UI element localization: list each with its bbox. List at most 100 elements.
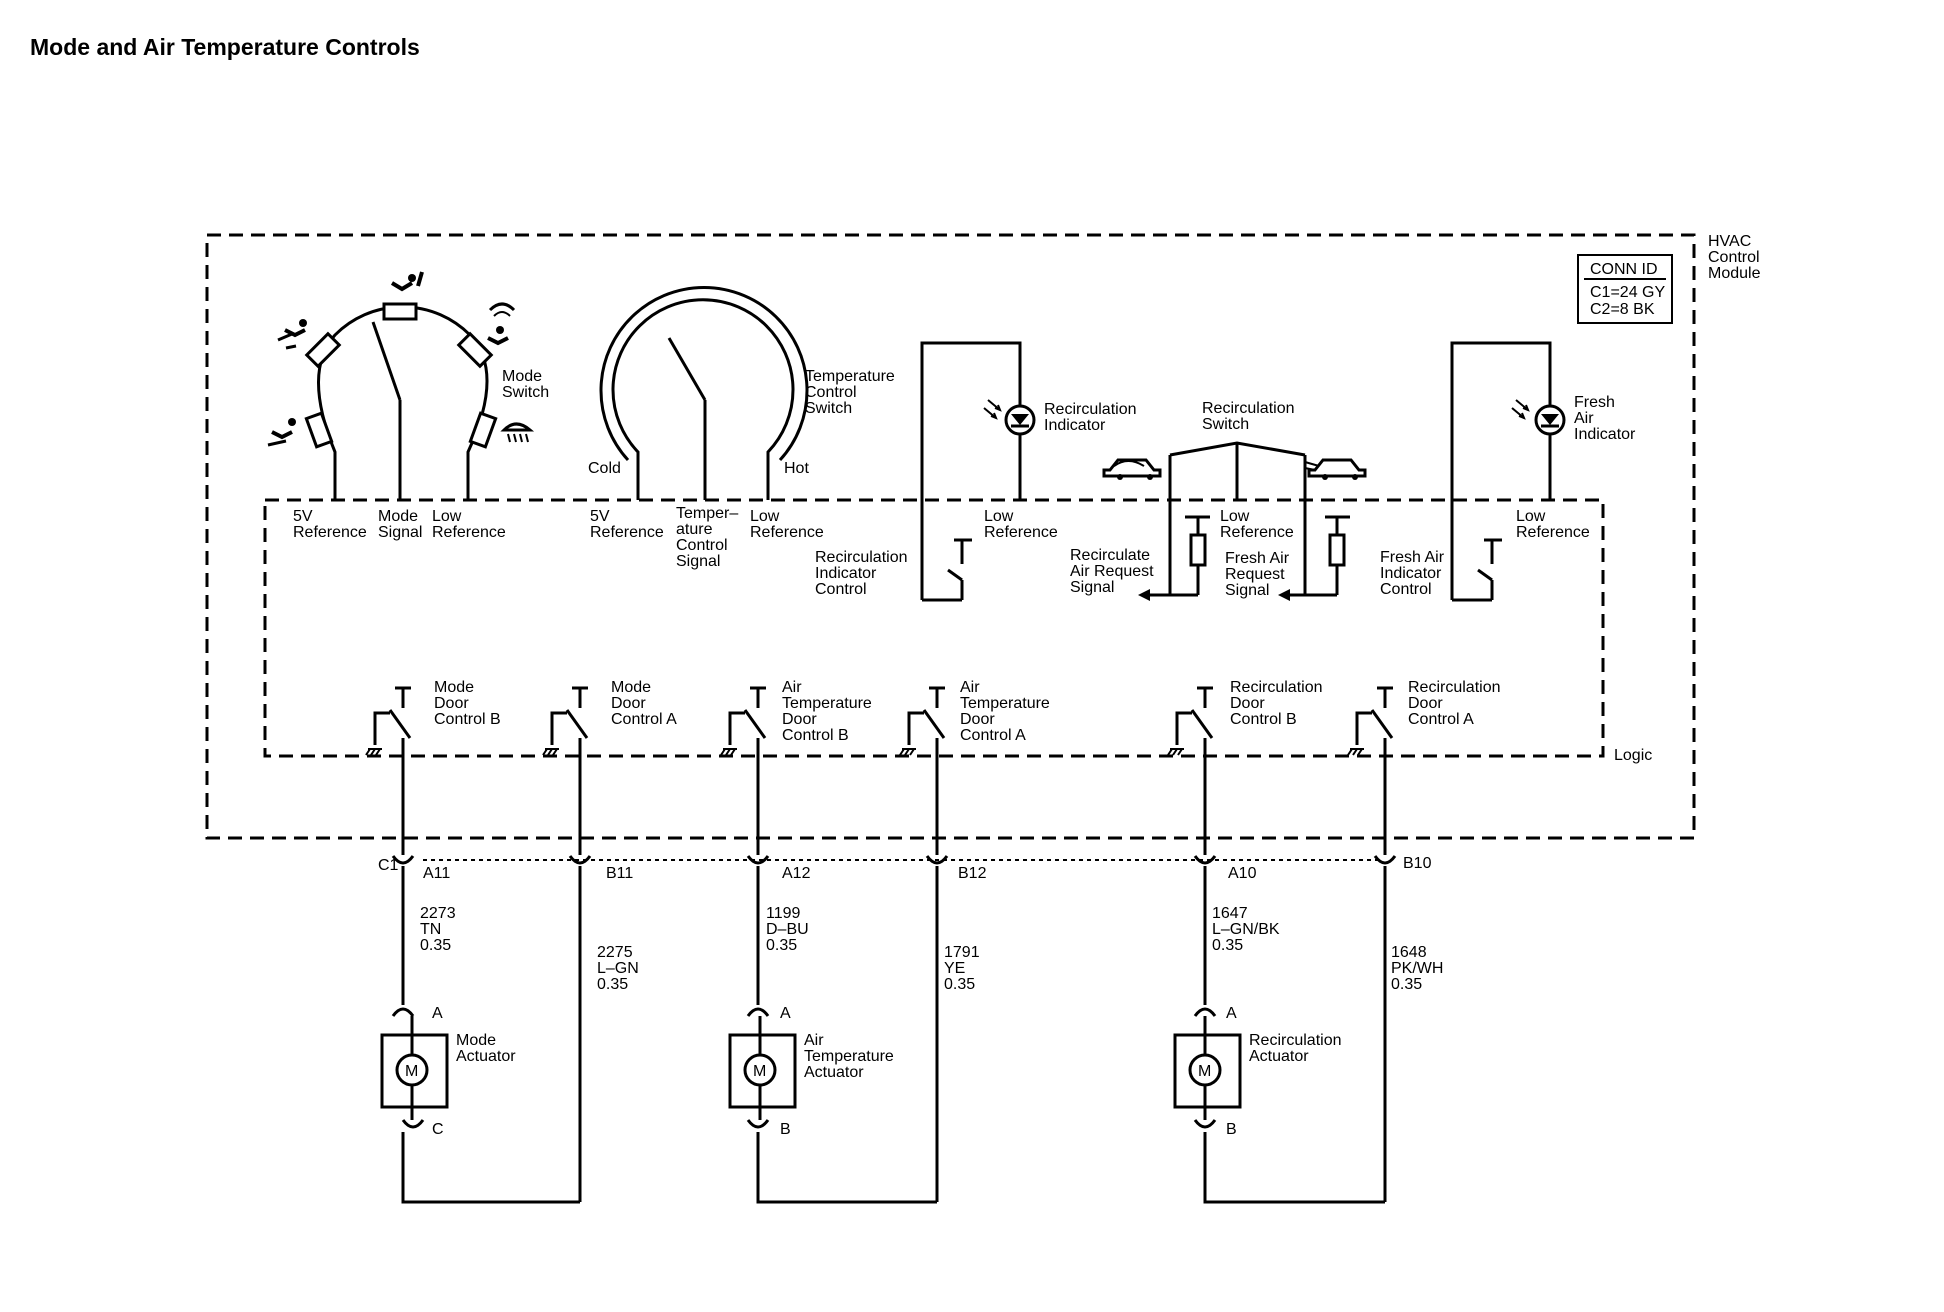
- driver-air-temperature-door-control-a: Air Temperature Door Control A: [899, 679, 1050, 855]
- svg-text:A: A: [1226, 1005, 1237, 1022]
- svg-text:A10: A10: [1228, 865, 1257, 882]
- recirculation-actuator: A M B Recirculation Actuator: [1173, 1005, 1341, 1138]
- svg-text:B10: B10: [1403, 855, 1432, 872]
- svg-text:Recirculation: Recirculation: [1408, 679, 1500, 696]
- svg-text:Door: Door: [1408, 695, 1443, 712]
- motor-symbol: M: [753, 1063, 766, 1080]
- svg-text:Control: Control: [1380, 581, 1432, 598]
- svg-text:Control B: Control B: [434, 711, 501, 728]
- svg-text:Signal: Signal: [1070, 579, 1114, 596]
- svg-text:Control: Control: [1708, 249, 1760, 266]
- recirculation-indicator-control-label: Recirculation Indicator Control: [815, 549, 907, 598]
- wire-label-1647: 1647 L–GN/BK 0.35: [1212, 905, 1280, 954]
- svg-text:1648: 1648: [1391, 944, 1427, 961]
- svg-text:Mode: Mode: [502, 368, 542, 385]
- svg-text:Module: Module: [1708, 265, 1761, 282]
- svg-text:0.35: 0.35: [420, 937, 451, 954]
- svg-text:Air: Air: [960, 679, 980, 696]
- fresh-air-indicator-label: Fresh Air Indicator: [1574, 394, 1636, 443]
- air-temperature-actuator: A M B Air Temperature Actuator: [728, 1005, 894, 1138]
- wire-label-2275: 2275 L–GN 0.35: [597, 944, 639, 993]
- svg-text:Indicator: Indicator: [1574, 426, 1636, 443]
- svg-text:Indicator: Indicator: [815, 565, 877, 582]
- svg-text:Door: Door: [960, 711, 995, 728]
- svg-text:Control: Control: [676, 537, 728, 554]
- svg-text:Mode: Mode: [456, 1032, 496, 1049]
- svg-text:Mode: Mode: [611, 679, 651, 696]
- page-title: Mode and Air Temperature Controls: [30, 34, 420, 60]
- svg-text:C1=24 GY: C1=24 GY: [1590, 284, 1665, 301]
- wire-label-1791: 1791 YE 0.35: [944, 944, 980, 993]
- driver-recirculation-door-control-b: Recirculation Door Control B: [1167, 679, 1322, 855]
- svg-text:Temperature: Temperature: [805, 368, 895, 385]
- svg-text:Control A: Control A: [960, 727, 1026, 744]
- mode-actuator: A M C Mode Actuator: [380, 1005, 516, 1138]
- driver-mode-door-control-a: Mode Door Control A: [542, 679, 677, 855]
- svg-text:ature: ature: [676, 521, 713, 538]
- floor-mode-icon: [267, 418, 296, 447]
- svg-text:Reference: Reference: [1516, 524, 1590, 541]
- temperature-switch-label: Temperature Control Switch: [805, 368, 895, 417]
- wire-runs: [401, 866, 1387, 1204]
- svg-text:Reference: Reference: [293, 524, 367, 541]
- svg-text:HVAC: HVAC: [1708, 233, 1751, 250]
- svg-text:Control A: Control A: [1408, 711, 1474, 728]
- recirculation-indicator-low-ref-label: Low Reference: [984, 508, 1058, 541]
- svg-text:L–GN: L–GN: [597, 960, 639, 977]
- svg-text:Door: Door: [611, 695, 646, 712]
- mode-switch-pin-labels: 5V Reference Mode Signal Low Reference: [293, 508, 506, 541]
- temperature-switch-pin-labels: 5V Reference Temper– ature Control Signa…: [590, 505, 824, 570]
- svg-text:0.35: 0.35: [1391, 976, 1422, 993]
- hot-label: Hot: [784, 460, 809, 477]
- svg-text:Recirculation: Recirculation: [1230, 679, 1322, 696]
- cold-label: Cold: [588, 460, 621, 477]
- svg-text:0.35: 0.35: [1212, 937, 1243, 954]
- svg-text:Low: Low: [984, 508, 1014, 525]
- driver-mode-door-control-b: Mode Door Control B: [365, 679, 501, 855]
- svg-text:Low: Low: [432, 508, 462, 525]
- svg-text:Recirculate: Recirculate: [1070, 547, 1150, 564]
- wire-label-1648: 1648 PK/WH 0.35: [1391, 944, 1443, 993]
- svg-text:Control B: Control B: [1230, 711, 1297, 728]
- recirculate-air-request-label: Recirculate Air Request Signal: [1070, 547, 1154, 596]
- connector-pins: A11 B11 A12 B12 A10 B10: [391, 855, 1432, 882]
- svg-text:Fresh: Fresh: [1574, 394, 1615, 411]
- svg-text:Indicator: Indicator: [1044, 417, 1106, 434]
- svg-text:Mode: Mode: [378, 508, 418, 525]
- recirculation-indicator-label: Recirculation Indicator: [1044, 401, 1136, 434]
- defrost-mode-icon: [500, 422, 535, 443]
- mode-switch: Mode Switch: [267, 271, 549, 500]
- svg-text:TN: TN: [420, 921, 441, 938]
- fresh-air-request-label: Fresh Air Request Signal: [1225, 550, 1290, 599]
- svg-text:Actuator: Actuator: [804, 1064, 864, 1081]
- svg-text:Air: Air: [1574, 410, 1594, 427]
- svg-text:Control A: Control A: [611, 711, 677, 728]
- svg-text:Control: Control: [805, 384, 857, 401]
- svg-text:Door: Door: [434, 695, 469, 712]
- defog-mode-icon: [487, 302, 516, 346]
- svg-text:Signal: Signal: [676, 553, 720, 570]
- svg-text:Air: Air: [782, 679, 802, 696]
- svg-text:L–GN/BK: L–GN/BK: [1212, 921, 1280, 938]
- conn-id-box: CONN ID C1=24 GY C2=8 BK: [1577, 254, 1673, 324]
- vent-mode-icon: [390, 271, 424, 292]
- svg-text:PK/WH: PK/WH: [1391, 960, 1443, 977]
- svg-text:B: B: [780, 1121, 791, 1138]
- svg-text:B12: B12: [958, 865, 987, 882]
- recirculate-car-icon: [1102, 458, 1162, 480]
- recirculation-switch: Recirculation Switch Low Reference Recir…: [1070, 400, 1367, 601]
- connector-c1-label: C1: [378, 857, 399, 874]
- svg-text:A12: A12: [782, 865, 811, 882]
- svg-text:Control B: Control B: [782, 727, 849, 744]
- motor-symbol: M: [1198, 1063, 1211, 1080]
- svg-text:Reference: Reference: [590, 524, 664, 541]
- svg-text:5V: 5V: [293, 508, 313, 525]
- mode-switch-label: Mode Switch: [502, 368, 549, 401]
- recirculation-indicator: Recirculation Indicator Low Reference Re…: [815, 341, 1136, 602]
- module-label: HVAC Control Module: [1708, 233, 1761, 282]
- svg-text:Signal: Signal: [378, 524, 422, 541]
- svg-text:Low: Low: [1516, 508, 1546, 525]
- recirculation-switch-label: Recirculation Switch: [1202, 400, 1294, 433]
- svg-text:0.35: 0.35: [597, 976, 628, 993]
